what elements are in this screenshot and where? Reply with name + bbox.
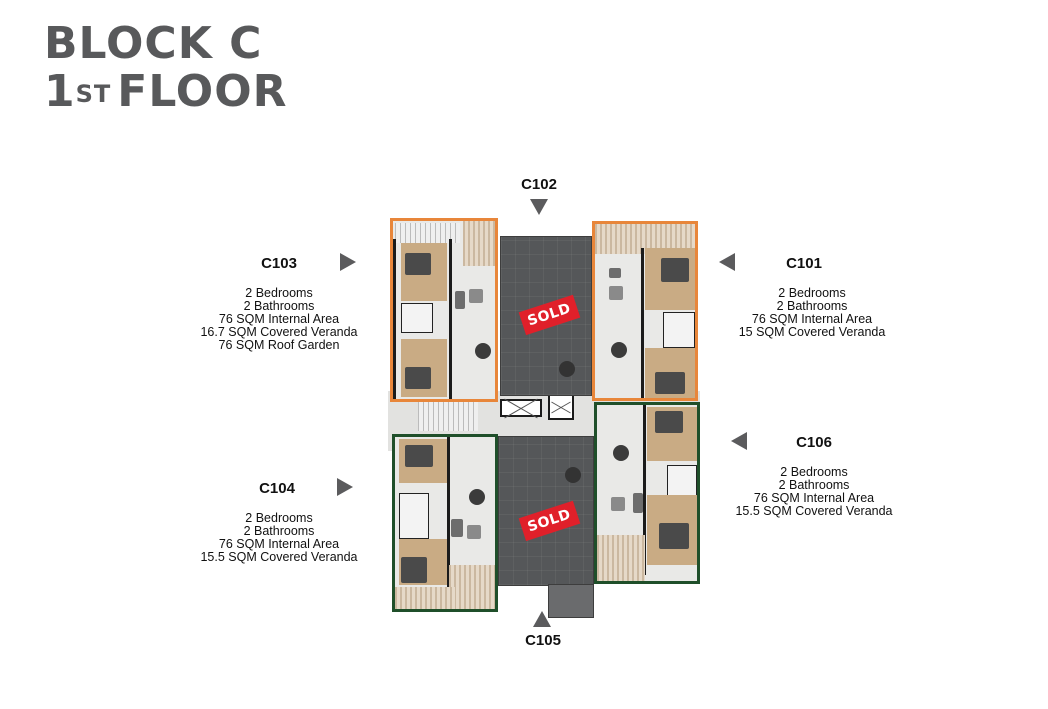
veranda: [395, 587, 455, 609]
lift-shaft: [548, 394, 574, 420]
bathroom: [399, 493, 429, 539]
roof-stairs: [395, 223, 460, 243]
c105-veranda: [548, 584, 594, 618]
armchair-icon: [609, 268, 621, 278]
sofa-icon: [455, 291, 465, 309]
dining-table-icon: [469, 489, 485, 505]
unit-label-c103[interactable]: C103: [261, 255, 297, 272]
unit-details-c104: 2 Bedrooms 2 Bathrooms 76 SQM Internal A…: [200, 511, 358, 564]
arrow-left-icon: [719, 253, 735, 271]
unit-label-c101[interactable]: C101: [786, 255, 822, 272]
coffee-table-icon: [469, 289, 483, 303]
apartment-c106[interactable]: [594, 402, 700, 584]
bed-icon: [405, 253, 431, 275]
wall: [643, 405, 646, 575]
sofa-icon: [451, 519, 463, 537]
bed-icon: [659, 523, 689, 549]
dining-table-icon: [611, 342, 627, 358]
coffee-table-icon: [467, 525, 481, 539]
bathroom: [401, 303, 433, 333]
veranda: [463, 221, 495, 266]
veranda: [597, 535, 645, 581]
unit-label-c104[interactable]: C104: [259, 480, 295, 497]
bed-icon: [655, 372, 685, 394]
apartment-c105[interactable]: SOLD: [498, 436, 594, 586]
bed-icon: [661, 258, 689, 282]
apartment-c103[interactable]: [390, 218, 498, 402]
arrow-up-icon: [533, 611, 551, 627]
wall: [641, 248, 644, 398]
arrow-right-icon: [340, 253, 356, 271]
floor-plan: SOLD SOLD: [388, 216, 700, 618]
unit-details-c103: 2 Bedrooms 2 Bathrooms 76 SQM Internal A…: [200, 286, 358, 352]
arrow-down-icon: [530, 199, 548, 215]
unit-label-c106[interactable]: C106: [796, 434, 832, 451]
apartment-c101[interactable]: [592, 221, 698, 401]
bathroom: [663, 312, 695, 348]
bed-icon: [405, 367, 431, 389]
wall: [447, 437, 450, 587]
coffee-table-icon: [611, 497, 625, 511]
veranda: [449, 565, 495, 609]
dining-table-icon: [565, 467, 581, 483]
apartment-c102[interactable]: SOLD: [500, 236, 592, 396]
wall: [393, 239, 396, 399]
wall: [449, 239, 452, 399]
arrow-right-icon: [337, 478, 353, 496]
lift-shaft: [500, 399, 542, 417]
unit-details-c101: 2 Bedrooms 2 Bathrooms 76 SQM Internal A…: [738, 286, 886, 339]
dining-table-icon: [475, 343, 491, 359]
stairs: [418, 399, 478, 431]
arrow-left-icon: [731, 432, 747, 450]
coffee-table-icon: [609, 286, 623, 300]
sofa-icon: [633, 493, 643, 513]
apartment-c104[interactable]: [392, 434, 498, 612]
dining-table-icon: [613, 445, 629, 461]
unit-label-c105[interactable]: C105: [525, 632, 561, 649]
bed-icon: [401, 557, 427, 583]
title-block: BLOCK C: [44, 18, 263, 69]
unit-details-c106: 2 Bedrooms 2 Bathrooms 76 SQM Internal A…: [735, 465, 893, 518]
bed-icon: [655, 411, 683, 433]
bed-icon: [405, 445, 433, 467]
unit-label-c102[interactable]: C102: [521, 176, 557, 193]
dining-table-icon: [559, 361, 575, 377]
